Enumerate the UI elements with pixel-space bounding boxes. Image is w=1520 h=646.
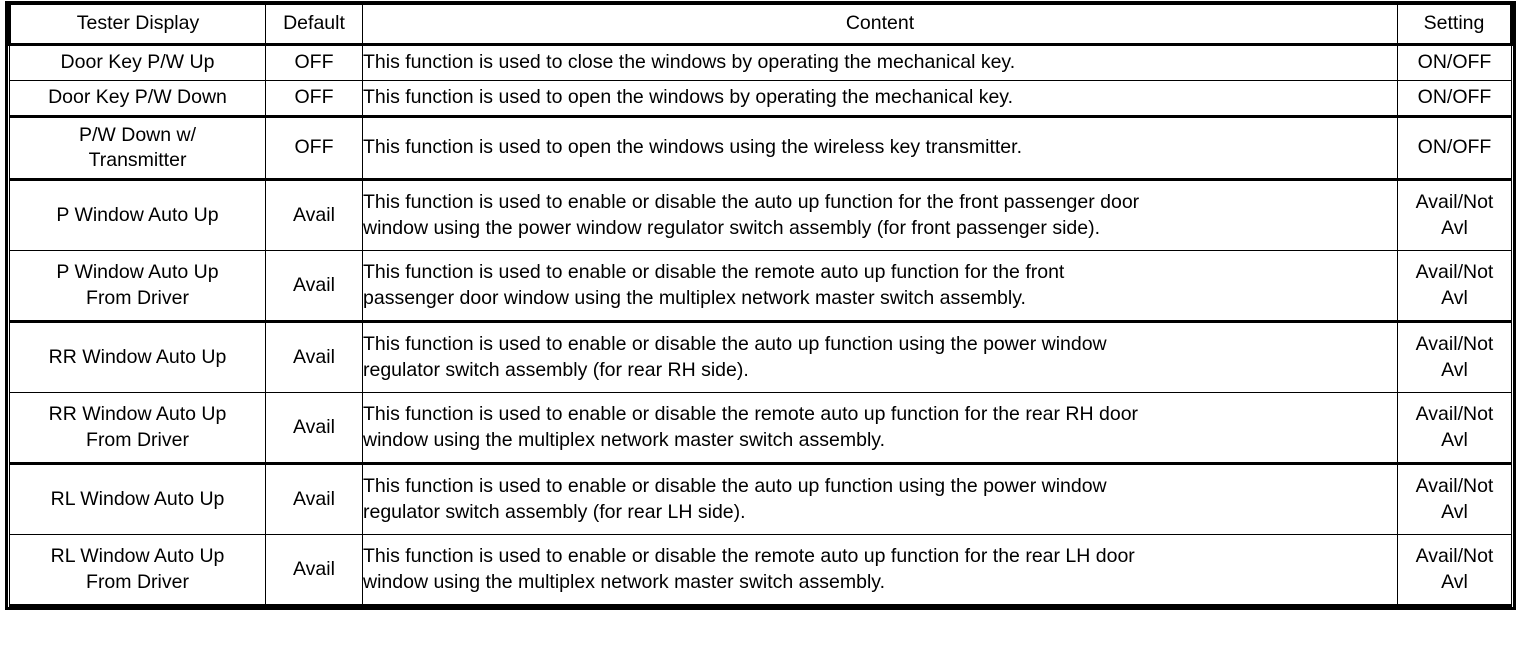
content-line-1: This function is used to enable or disab… [363,545,1135,568]
column-header-default: Default [265,4,363,46]
cell-tester-display: P/W Down w/ Transmitter [9,116,266,181]
cell-default-value: OFF [265,80,363,118]
content-line-2: window using the multiplex network maste… [363,428,886,451]
content-line-1: This function is used to open the window… [363,86,1014,109]
table-row: Door Key P/W Up OFF This function is use… [9,44,1512,81]
tester-display-line-1: RL Window Auto Up [50,487,225,510]
cell-default-value: Avail [265,392,363,465]
cell-setting-options: Avail/Not Avl [1397,463,1512,535]
table-row: P Window Auto Up From Driver Avail This … [9,250,1512,323]
cell-default-value: OFF [265,116,363,181]
cell-default-value: Avail [265,179,363,251]
content-line-1: This function is used to enable or disab… [363,191,1140,214]
cell-setting-options: ON/OFF [1397,80,1512,118]
tester-display-line-2: From Driver [86,286,189,309]
cell-content-description: This function is used to enable or disab… [362,392,1398,465]
cell-setting-options: Avail/Not Avl [1397,179,1512,251]
table-body: Door Key P/W Up OFF This function is use… [9,44,1512,607]
setting-line-1: ON/OFF [1417,86,1492,109]
cell-setting-options: Avail/Not Avl [1397,250,1512,323]
cell-setting-options: Avail/Not Avl [1397,321,1512,393]
table-row: RR Window Auto Up Avail This function is… [9,321,1512,393]
cell-content-description: This function is used to enable or disab… [362,321,1398,393]
cell-tester-display: P Window Auto Up From Driver [9,250,266,323]
content-line-1: This function is used to enable or disab… [363,333,1107,356]
content-line-2: regulator switch assembly (for rear LH s… [363,500,746,523]
tester-display-line-2: From Driver [86,428,189,451]
cell-content-description: This function is used to enable or disab… [362,534,1398,607]
setting-line-2: Avl [1441,500,1468,523]
content-line-2: regulator switch assembly (for rear RH s… [363,358,749,381]
setting-line-1: Avail/Not [1415,545,1494,568]
tester-display-line-1: RR Window Auto Up [48,403,227,426]
setting-line-1: Avail/Not [1415,333,1494,356]
table-row: Door Key P/W Down OFF This function is u… [9,80,1512,118]
setting-line-1: Avail/Not [1415,261,1494,284]
cell-setting-options: ON/OFF [1397,116,1512,181]
cell-content-description: This function is used to enable or disab… [362,250,1398,323]
tester-display-line-2: Transmitter [88,149,187,171]
content-line-1: This function is used to open the window… [363,136,1022,159]
table-header: Tester Display Default Content Setting [8,4,1513,46]
column-header-content: Content [362,4,1398,46]
content-line-2: passenger door window using the multiple… [363,286,1026,309]
table-row: P Window Auto Up Avail This function is … [9,179,1512,251]
cell-tester-display: RL Window Auto Up [9,463,266,535]
tester-display-line-1: Door Key P/W Up [60,51,215,74]
setting-line-1: ON/OFF [1417,136,1492,159]
content-line-1: This function is used to enable or disab… [363,261,1065,284]
cell-default-value: Avail [265,250,363,323]
table-row: RR Window Auto Up From Driver Avail This… [9,392,1512,465]
setting-line-1: Avail/Not [1415,403,1494,426]
tester-display-line-2: From Driver [86,570,189,593]
spec-table-container: Tester Display Default Content Setting D… [5,1,1516,610]
cell-default-value: OFF [265,44,363,81]
cell-tester-display: RR Window Auto Up From Driver [9,392,266,465]
cell-tester-display: RL Window Auto Up From Driver [9,534,266,607]
table-row: RL Window Auto Up From Driver Avail This… [9,534,1512,607]
table-header-row: Tester Display Default Content Setting [8,4,1513,46]
tester-display-line-1: P/W Down w/ [78,123,197,146]
setting-line-2: Avl [1441,286,1468,309]
cell-tester-display: Door Key P/W Down [9,80,266,118]
cell-tester-display: Door Key P/W Up [9,44,266,81]
tester-display-line-1: Door Key P/W Down [48,86,227,109]
cell-default-value: Avail [265,463,363,535]
table-row: RL Window Auto Up Avail This function is… [9,463,1512,535]
table-row: P/W Down w/ Transmitter OFF This functio… [9,116,1512,181]
setting-line-2: Avl [1441,358,1468,381]
cell-content-description: This function is used to close the windo… [362,44,1398,81]
content-line-2: window using the multiplex network maste… [363,570,886,593]
cell-setting-options: Avail/Not Avl [1397,534,1512,607]
column-header-setting: Setting [1397,4,1513,46]
cell-tester-display: P Window Auto Up [9,179,266,251]
content-line-1: This function is used to enable or disab… [363,403,1139,426]
content-line-1: This function is used to close the windo… [363,51,1016,74]
content-line-2: window using the power window regulator … [363,216,1101,239]
cell-default-value: Avail [265,534,363,607]
content-line-1: This function is used to enable or disab… [363,475,1107,498]
setting-line-1: Avail/Not [1415,191,1494,214]
cell-content-description: This function is used to enable or disab… [362,179,1398,251]
tester-display-line-1: RR Window Auto Up [48,345,227,368]
setting-line-2: Avl [1441,216,1468,239]
cell-setting-options: Avail/Not Avl [1397,392,1512,465]
setting-line-2: Avl [1441,428,1468,451]
tester-display-line-1: P Window Auto Up [56,261,219,284]
cell-setting-options: ON/OFF [1397,44,1512,81]
cell-default-value: Avail [265,321,363,393]
cell-content-description: This function is used to open the window… [362,116,1398,181]
cell-content-description: This function is used to open the window… [362,80,1398,118]
setting-line-1: Avail/Not [1415,475,1494,498]
tester-display-line-1: P Window Auto Up [56,203,219,226]
tester-display-line-1: RL Window Auto Up [50,545,225,568]
cell-tester-display: RR Window Auto Up [9,321,266,393]
cell-content-description: This function is used to enable or disab… [362,463,1398,535]
setting-line-1: ON/OFF [1417,51,1492,74]
customize-function-table: Tester Display Default Content Setting D… [5,1,1516,610]
column-header-tester-display: Tester Display [8,4,266,46]
setting-line-2: Avl [1441,570,1468,593]
